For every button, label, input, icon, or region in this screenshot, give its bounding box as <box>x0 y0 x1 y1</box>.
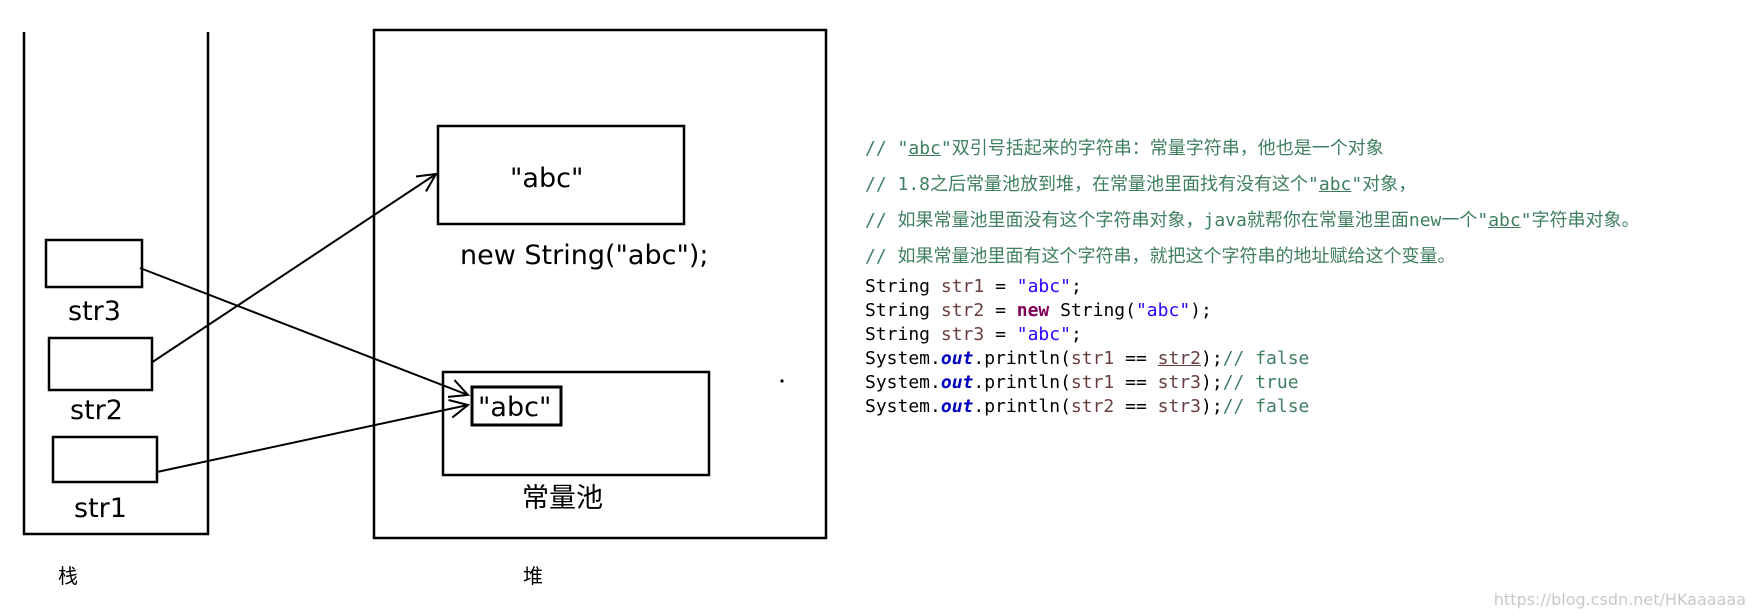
stray-dot <box>780 379 784 383</box>
pool-string-box <box>470 385 563 427</box>
arrow-str1-to-pool <box>156 405 468 473</box>
code-line-str1: String str1 = "abc"; <box>865 276 1082 297</box>
heap-frame <box>372 28 828 540</box>
str3-label: str3 <box>68 296 121 327</box>
comment-line-1: // "abc"双引号括起来的字符串：常量字符串，他也是一个对象 <box>865 138 1384 159</box>
stack-frame <box>22 32 210 536</box>
str2-box <box>47 336 154 392</box>
code-line-str2: String str2 = new String("abc"); <box>865 300 1212 321</box>
arrow-str3-to-pool <box>139 267 468 395</box>
str2-label: str2 <box>70 395 123 426</box>
stack-label: 栈 <box>58 564 78 588</box>
code-line-print-2: System.out.println(str1 == str3);// true <box>865 372 1299 393</box>
code-snippet: // "abc"双引号括起来的字符串：常量字符串，他也是一个对象 // 1.8之… <box>865 131 1640 419</box>
code-line-str3: String str3 = "abc"; <box>865 324 1082 345</box>
pool-string-value: "abc" <box>478 392 551 423</box>
str1-box <box>51 435 159 484</box>
comment-line-3: // 如果常量池里面没有这个字符串对象，java就帮你在常量池里面new一个"a… <box>865 210 1640 231</box>
heap-label: 堆 <box>523 564 543 588</box>
heap-object-box <box>436 124 686 226</box>
memory-diagram: "abc" new String("abc"); "abc" 常量池 str3 … <box>22 28 828 588</box>
watermark: https://blog.csdn.net/HKaaaaaa <box>1493 590 1746 609</box>
constant-pool-box <box>441 370 711 477</box>
heap-object-value: "abc" <box>510 163 583 194</box>
code-line-print-1: System.out.println(str1 == str2);// fals… <box>865 348 1310 369</box>
constant-pool-label: 常量池 <box>522 483 603 514</box>
arrow-str2-to-heap-object <box>150 174 436 364</box>
heap-object-expression: new String("abc"); <box>460 240 709 271</box>
comment-line-4: // 如果常量池里面有这个字符串，就把这个字符串的地址赋给这个变量。 <box>865 246 1456 267</box>
comment-line-2: // 1.8之后常量池放到堆，在常量池里面找有没有这个"abc"对象， <box>865 174 1417 195</box>
code-line-print-3: System.out.println(str2 == str3);// fals… <box>865 396 1310 417</box>
str3-box <box>44 238 144 289</box>
str1-label: str1 <box>74 493 127 524</box>
